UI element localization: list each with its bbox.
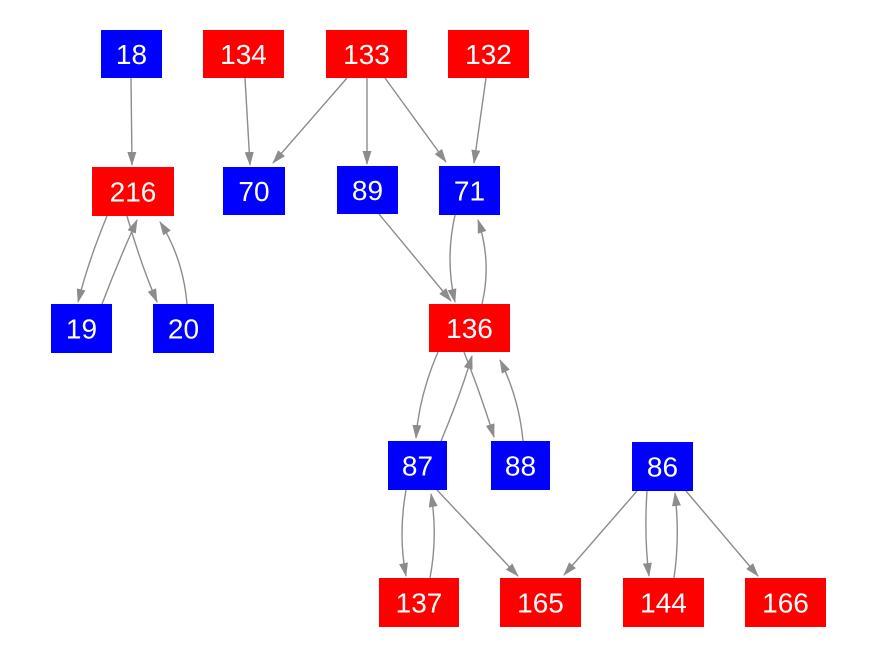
node-136: 136: [429, 304, 510, 352]
node-144: 144: [623, 578, 704, 627]
node-20-label: 20: [168, 314, 199, 345]
node-132-label: 132: [465, 39, 512, 70]
node-19-box: [51, 304, 112, 353]
node-18-box: [101, 30, 162, 78]
edge-216-to-19: [76, 215, 108, 303]
node-71: 71: [439, 166, 500, 215]
node-88-label: 88: [505, 451, 536, 482]
edge-216-to-20: [126, 215, 158, 303]
node-132: 132: [448, 30, 529, 78]
node-165-label: 165: [517, 588, 564, 619]
node-86-box: [632, 442, 693, 491]
edge-88-to-136: [499, 359, 524, 442]
node-18: 18: [101, 30, 162, 78]
edge-86-to-144: [642, 490, 652, 577]
node-71-box: [439, 166, 500, 215]
node-166: 166: [745, 578, 826, 627]
node-134-label: 134: [220, 39, 267, 70]
node-134-box: [203, 30, 284, 78]
node-70-label: 70: [238, 176, 269, 207]
node-136-box: [429, 304, 510, 352]
node-133: 133: [326, 30, 407, 78]
node-133-box: [326, 30, 407, 78]
node-89-label: 89: [352, 175, 383, 206]
node-19-label: 19: [66, 314, 97, 345]
node-20: 20: [153, 304, 214, 353]
edge-19-to-216: [101, 219, 138, 305]
edge-71-to-136: [447, 214, 457, 303]
edge-136-to-87: [412, 351, 439, 439]
edge-86-to-165: [563, 490, 638, 576]
node-89-box: [337, 166, 398, 214]
node-137: 137: [379, 578, 459, 627]
edge-133-to-71: [384, 77, 447, 163]
edge-87-to-137: [399, 489, 408, 577]
edge-18-to-216: [127, 77, 137, 166]
edge-137-to-87: [428, 493, 438, 579]
node-134: 134: [203, 30, 284, 78]
node-137-box: [379, 578, 459, 627]
node-87: 87: [388, 441, 447, 490]
node-20-box: [153, 304, 214, 353]
node-70: 70: [223, 167, 285, 215]
node-136-label: 136: [446, 313, 493, 344]
node-132-box: [448, 30, 529, 78]
edge-87-to-165: [436, 489, 519, 577]
node-166-box: [745, 578, 826, 627]
edge-133-to-70: [272, 77, 348, 164]
node-71-label: 71: [454, 176, 485, 207]
edge-144-to-86: [671, 492, 681, 579]
node-133-label: 133: [343, 39, 390, 70]
node-144-label: 144: [640, 588, 687, 619]
node-166-label: 166: [762, 588, 809, 619]
node-70-box: [223, 167, 285, 215]
edge-89-to-136: [378, 213, 452, 302]
edge-136-to-88: [463, 351, 495, 438]
edge-136-to-71: [477, 219, 487, 305]
node-216: 216: [92, 167, 174, 216]
edge-132-to-71: [471, 77, 487, 164]
node-165-box: [500, 578, 581, 627]
node-216-label: 216: [110, 177, 157, 208]
node-88: 88: [491, 441, 550, 490]
node-18-label: 18: [116, 39, 147, 70]
node-19: 19: [51, 304, 112, 353]
edge-87-to-136: [440, 355, 473, 442]
edge-20-to-216: [159, 221, 188, 305]
node-87-label: 87: [402, 451, 433, 482]
node-87-box: [388, 441, 447, 490]
node-216-box: [92, 167, 174, 216]
node-86-label: 86: [647, 452, 678, 483]
node-165: 165: [500, 578, 581, 627]
edge-134-to-70: [244, 77, 254, 166]
node-88-box: [491, 441, 550, 490]
node-86: 86: [632, 442, 693, 491]
node-89: 89: [337, 166, 398, 214]
node-144-box: [623, 578, 704, 627]
node-137-label: 137: [396, 588, 443, 619]
edge-86-to-166: [685, 490, 759, 577]
